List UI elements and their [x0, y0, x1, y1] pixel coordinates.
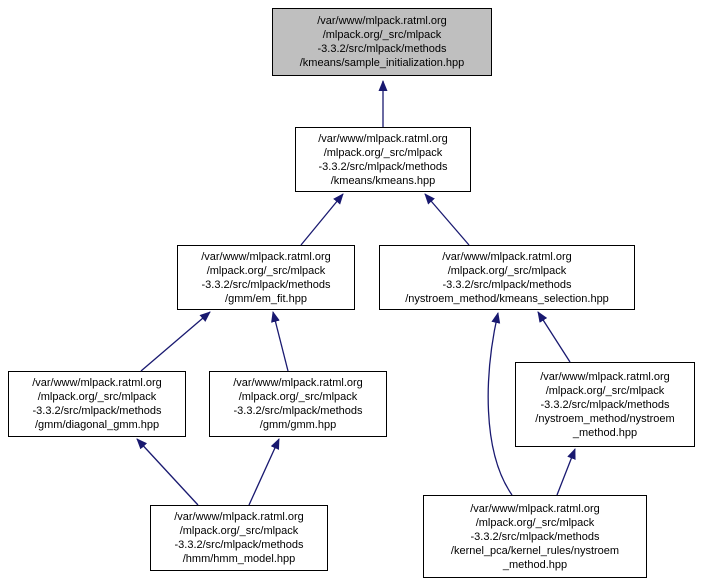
edge-gmm-gmm-hpp-to-gmm-em-fit-hpp [271, 311, 289, 372]
node-label: /var/www/mlpack.ratml.org /mlpack.org/_s… [201, 250, 331, 305]
node-kernel-pca-kernel-rules-nystroem-method-hpp[interactable]: /var/www/mlpack.ratml.org /mlpack.org/_s… [423, 495, 647, 578]
node-label: /var/www/mlpack.ratml.org /mlpack.org/_s… [174, 511, 304, 565]
node-label: /var/www/mlpack.ratml.org /mlpack.org/_s… [233, 377, 363, 431]
node-label: /var/www/mlpack.ratml.org /mlpack.org/_s… [32, 377, 162, 431]
node-gmm-gmm-hpp[interactable]: /var/www/mlpack.ratml.org /mlpack.org/_s… [209, 371, 387, 437]
edge-kernel-pca-kernel-rules-nystroem-method-hpp-to-nystroem-method-nystroem-method-hpp [556, 448, 576, 496]
edge-gmm-em-fit-hpp-to-kmeans-kmeans-hpp [300, 193, 344, 246]
node-nystroem-method-nystroem-method-hpp[interactable]: /var/www/mlpack.ratml.org /mlpack.org/_s… [515, 362, 695, 447]
node-kmeans-sample-initialization-hpp[interactable]: /var/www/mlpack.ratml.org /mlpack.org/_s… [272, 8, 492, 76]
edge-gmm-diagonal-gmm-hpp-to-gmm-em-fit-hpp [140, 311, 211, 372]
node-label: /var/www/mlpack.ratml.org /mlpack.org/_s… [318, 132, 448, 187]
node-hmm-hmm-model-hpp[interactable]: /var/www/mlpack.ratml.org /mlpack.org/_s… [150, 505, 328, 571]
node-kmeans-kmeans-hpp[interactable]: /var/www/mlpack.ratml.org /mlpack.org/_s… [295, 127, 471, 192]
node-label: /var/www/mlpack.ratml.org /mlpack.org/_s… [299, 15, 465, 69]
node-label: /var/www/mlpack.ratml.org /mlpack.org/_s… [450, 502, 620, 571]
node-gmm-em-fit-hpp[interactable]: /var/www/mlpack.ratml.org /mlpack.org/_s… [177, 245, 355, 310]
node-nystroem-method-kmeans-selection-hpp[interactable]: /var/www/mlpack.ratml.org /mlpack.org/_s… [379, 245, 635, 310]
edge-nystroem-method-kmeans-selection-hpp-to-kmeans-kmeans-hpp [424, 193, 470, 246]
edge-kernel-pca-kernel-rules-nystroem-method-hpp-to-nystroem-method-kmeans-selection-hpp [487, 312, 513, 496]
node-label: /var/www/mlpack.ratml.org /mlpack.org/_s… [535, 370, 675, 439]
edge-nystroem-method-nystroem-method-hpp-to-nystroem-method-kmeans-selection-hpp [537, 311, 571, 363]
edge-hmm-hmm-model-hpp-to-gmm-diagonal-gmm-hpp [136, 438, 199, 506]
node-gmm-diagonal-gmm-hpp[interactable]: /var/www/mlpack.ratml.org /mlpack.org/_s… [8, 371, 186, 437]
node-label: /var/www/mlpack.ratml.org /mlpack.org/_s… [405, 250, 609, 305]
edge-hmm-hmm-model-hpp-to-gmm-gmm-hpp [248, 438, 280, 506]
